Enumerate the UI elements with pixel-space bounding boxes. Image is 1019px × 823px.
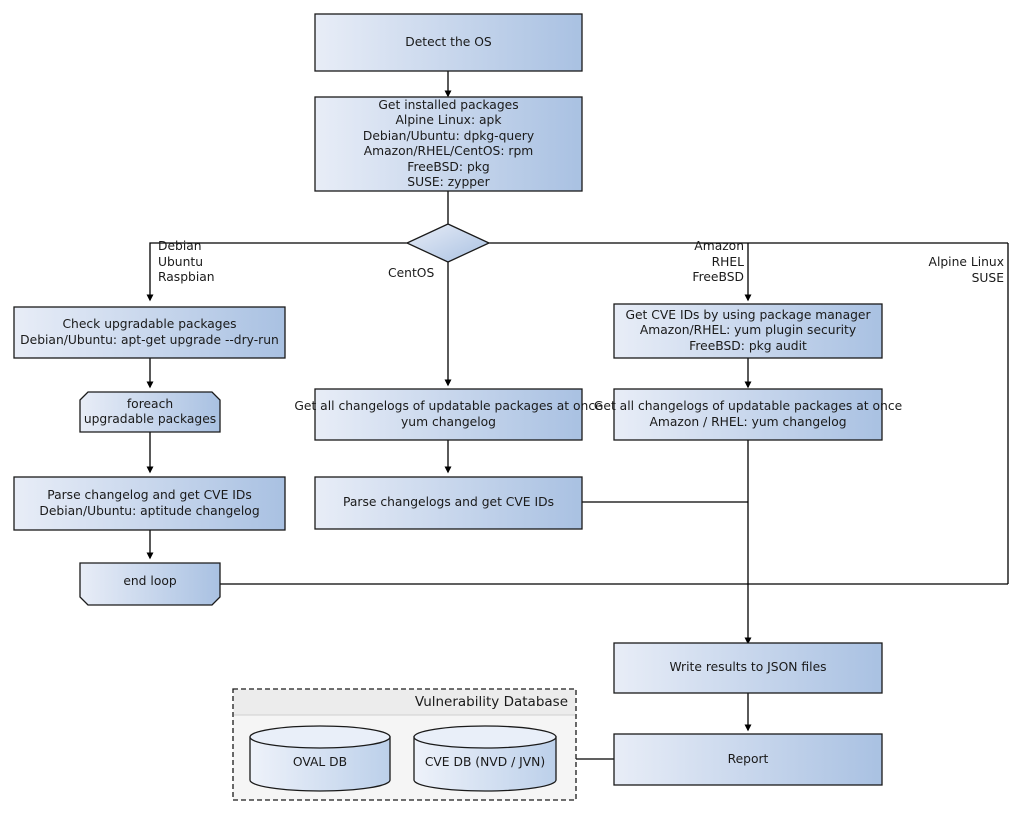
- amazon-line-1: RHEL: [711, 254, 744, 269]
- alpine-line-1: SUSE: [971, 270, 1004, 285]
- group-title-vulnerability-database: Vulnerability Database: [414, 694, 568, 710]
- edge-label-centos-branch: CentOS: [388, 266, 448, 282]
- debian-line-1: Ubuntu: [158, 254, 204, 269]
- alpine-line-0: Alpine Linux: [928, 255, 1004, 269]
- edge-label-debian-branch: Debian Ubuntu Raspbian: [158, 239, 248, 286]
- label-db-cve: CVE DB (NVD / JVN): [424, 755, 546, 769]
- node-get-installed-packages[interactable]: [314, 96, 583, 192]
- db-cylinder-cve[interactable]: [413, 725, 557, 792]
- node-rhel-changelogs[interactable]: [613, 388, 883, 441]
- node-detect-os[interactable]: [314, 13, 583, 72]
- node-parse-changelog-debian[interactable]: [13, 476, 286, 531]
- node-parse-changelogs-centos[interactable]: [314, 476, 583, 530]
- node-os-decision[interactable]: [405, 223, 491, 263]
- node-write-results[interactable]: [613, 642, 883, 694]
- amazon-line-2: FreeBSD: [692, 270, 744, 284]
- debian-line-0: Debian: [158, 239, 202, 253]
- amazon-line-0: Amazon: [694, 239, 744, 253]
- node-report[interactable]: [613, 733, 883, 786]
- node-check-upgradable[interactable]: [13, 306, 286, 359]
- node-foreach-loop[interactable]: [79, 391, 221, 433]
- edge-label-alpine-branch: Alpine Linux SUSE: [898, 255, 1004, 286]
- edge-decision-debian: [146, 242, 408, 302]
- db-cylinder-oval[interactable]: [249, 725, 391, 792]
- node-end-loop[interactable]: [79, 562, 221, 606]
- label-db-oval: OVAL DB: [292, 755, 348, 769]
- centos-line-0: CentOS: [388, 266, 435, 280]
- node-centos-changelogs[interactable]: [314, 388, 583, 441]
- debian-line-2: Raspbian: [158, 270, 215, 284]
- node-get-cve-package-manager[interactable]: [613, 303, 883, 359]
- edge-label-amazon-branch: Amazon RHEL FreeBSD: [648, 239, 744, 286]
